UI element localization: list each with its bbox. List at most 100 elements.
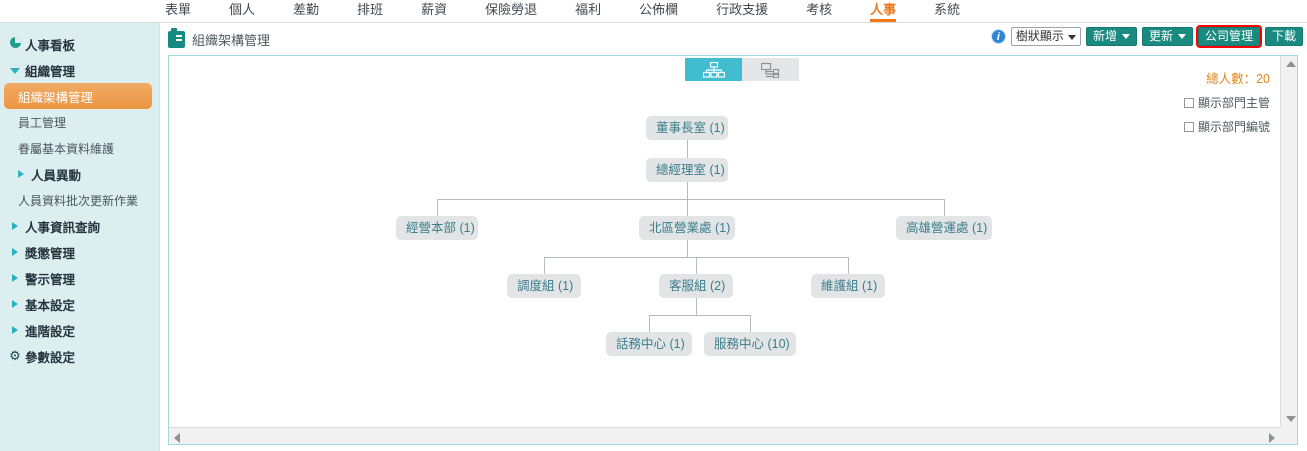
- org-node[interactable]: 話務中心 (1): [606, 332, 692, 356]
- page-header: 組織架構管理 i 樹狀顯示 新增 更新 公司管理: [160, 23, 1307, 51]
- org-node[interactable]: 董事長室 (1): [646, 116, 728, 140]
- top-navigation-items: 表單 個人 差勤 排班 薪資 保險勞退 福利 公佈欄 行政支援 考核 人事 系統: [0, 0, 1307, 22]
- info-circle-icon[interactable]: i: [990, 29, 1006, 44]
- top-nav-item-1[interactable]: 個人: [229, 2, 256, 17]
- sidebar-item-7[interactable]: 人事資訊查詢: [0, 213, 159, 239]
- sidebar-item-11[interactable]: 進階設定: [0, 317, 159, 343]
- sidebar-item-6[interactable]: 人員資料批次更新作業: [0, 187, 159, 213]
- sidebar-item-3[interactable]: 員工管理: [0, 109, 159, 135]
- top-nav-item-7[interactable]: 公佈欄: [639, 2, 679, 17]
- top-nav-item-10[interactable]: 人事: [870, 0, 897, 22]
- connector-vertical: [943, 199, 945, 216]
- gear-icon: ⚙: [9, 348, 21, 363]
- org-node[interactable]: 北區營業處 (1): [639, 216, 735, 240]
- chart-option-checkbox-0[interactable]: 顯示部門主管: [1183, 94, 1270, 111]
- display-mode-select[interactable]: 樹狀顯示: [1010, 27, 1081, 46]
- sidebar-navigation: 人事看板組織管理組織架構管理員工管理眷屬基本資料維護人員異動人員資料批次更新作業…: [0, 23, 160, 451]
- connector-vertical: [686, 240, 688, 257]
- sidebar-item-label: 基本設定: [25, 298, 76, 313]
- update-button-label: 更新: [1148, 29, 1173, 43]
- top-navigation-bar: 表單 個人 差勤 排班 薪資 保險勞退 福利 公佈欄 行政支援 考核 人事 系統: [0, 0, 1307, 23]
- sidebar-item-1[interactable]: 組織管理: [0, 57, 159, 83]
- triangle-right-icon: [14, 167, 28, 181]
- chart-options-checkbox-list: 顯示部門主管顯示部門編號: [1183, 94, 1270, 135]
- horizontal-scrollbar-thumb[interactable]: [186, 429, 1263, 443]
- page-title: 組織架構管理: [192, 32, 271, 48]
- sidebar-item-8[interactable]: 獎懲管理: [0, 239, 159, 265]
- org-node[interactable]: 高雄營運處 (1): [896, 216, 992, 240]
- triangle-left-icon[interactable]: [174, 433, 180, 443]
- triangle-right-icon: [8, 271, 22, 285]
- connector-vertical: [543, 257, 545, 274]
- total-headcount-label: 總人數：20: [1206, 72, 1270, 86]
- org-chart-panel: 總人數：20 顯示部門主管顯示部門編號 董事長室 (1) 總經理室 (1) 經營本部…: [168, 55, 1298, 445]
- connector-vertical: [686, 140, 688, 158]
- sidebar-item-5[interactable]: 人員異動: [0, 161, 159, 187]
- org-chart-canvas: 總人數：20 顯示部門主管顯示部門編號 董事長室 (1) 總經理室 (1) 經營本部…: [169, 56, 1280, 427]
- sidebar-item-label: 獎懲管理: [25, 246, 76, 261]
- sidebar-item-12[interactable]: ⚙參數設定: [0, 343, 159, 369]
- sidebar-item-label: 人事資訊查詢: [25, 220, 101, 235]
- top-nav-item-6[interactable]: 福利: [575, 2, 602, 17]
- connector-horizontal: [437, 199, 944, 200]
- connector-vertical: [436, 199, 438, 216]
- triangle-down-icon: [8, 63, 22, 77]
- org-chart-graph: 董事長室 (1) 總經理室 (1) 經營本部 (1) 北區營業處 (1) 高雄營運處 (…: [169, 56, 1280, 427]
- checkbox-icon[interactable]: [1183, 97, 1194, 108]
- top-nav-item-9[interactable]: 考核: [806, 2, 833, 17]
- pie-chart-icon: [8, 37, 22, 51]
- chart-option-checkbox-1[interactable]: 顯示部門編號: [1183, 118, 1270, 135]
- sidebar-item-10[interactable]: 基本設定: [0, 291, 159, 317]
- org-chart-icon: [702, 61, 725, 78]
- triangle-down-icon[interactable]: [1286, 416, 1296, 422]
- sidebar-item-label: 員工管理: [18, 115, 67, 130]
- sidebar-item-9[interactable]: 警示管理: [0, 265, 159, 291]
- connector-vertical: [686, 199, 688, 216]
- vertical-scrollbar-thumb[interactable]: [1282, 73, 1296, 373]
- sidebar-item-4[interactable]: 眷屬基本資料維護: [0, 135, 159, 161]
- add-button[interactable]: 新增: [1085, 27, 1137, 46]
- triangle-right-icon[interactable]: [1269, 433, 1275, 443]
- top-nav-item-11[interactable]: 系統: [934, 2, 961, 17]
- top-nav-item-8[interactable]: 行政支援: [716, 2, 769, 17]
- sidebar-item-label: 警示管理: [25, 272, 76, 287]
- horizontal-scrollbar[interactable]: [169, 427, 1280, 444]
- triangle-right-icon: [8, 297, 22, 311]
- org-node[interactable]: 調度組 (1): [507, 274, 581, 298]
- view-mode-tree-list-button[interactable]: [742, 58, 799, 81]
- sidebar-item-label: 人員異動: [31, 168, 82, 183]
- top-nav-item-5[interactable]: 保險勞退: [485, 2, 538, 17]
- sidebar-item-label: 進階設定: [25, 324, 76, 339]
- org-node[interactable]: 總經理室 (1): [646, 158, 728, 182]
- sidebar-item-label: 人事看板: [25, 38, 76, 53]
- company-manage-button-label: 公司管理: [1204, 29, 1253, 43]
- top-nav-item-0[interactable]: 表單: [165, 2, 192, 17]
- add-button-label: 新增: [1092, 29, 1117, 43]
- top-nav-item-2[interactable]: 差勤: [293, 2, 320, 17]
- checkbox-icon[interactable]: [1183, 121, 1194, 132]
- org-node[interactable]: 客服組 (2): [659, 274, 733, 298]
- download-button[interactable]: 下載: [1264, 27, 1303, 46]
- sidebar-item-0[interactable]: 人事看板: [0, 31, 159, 57]
- update-button[interactable]: 更新: [1141, 27, 1193, 46]
- org-node[interactable]: 維護組 (1): [811, 274, 885, 298]
- triangle-right-icon: [8, 323, 22, 337]
- triangle-up-icon[interactable]: [1286, 61, 1296, 67]
- org-node[interactable]: 經營本部 (1): [396, 216, 478, 240]
- company-manage-button[interactable]: 公司管理: [1195, 25, 1262, 48]
- chevron-down-icon: [1177, 34, 1186, 39]
- tree-list-icon: [760, 62, 779, 78]
- top-nav-item-3[interactable]: 排班: [357, 2, 384, 17]
- sidebar-item-label: 組織架構管理: [18, 90, 94, 105]
- connector-vertical: [686, 182, 688, 199]
- sidebar-item-label: 人員資料批次更新作業: [18, 193, 139, 208]
- org-node[interactable]: 服務中心 (10): [704, 332, 796, 356]
- top-nav-item-4[interactable]: 薪資: [421, 2, 448, 17]
- view-mode-org-chart-button[interactable]: [685, 58, 742, 81]
- connector-vertical: [695, 257, 697, 274]
- sidebar-item-2[interactable]: 組織架構管理: [4, 83, 152, 109]
- download-button-label: 下載: [1271, 29, 1296, 43]
- connector-vertical: [749, 315, 751, 332]
- vertical-scrollbar[interactable]: [1280, 56, 1297, 427]
